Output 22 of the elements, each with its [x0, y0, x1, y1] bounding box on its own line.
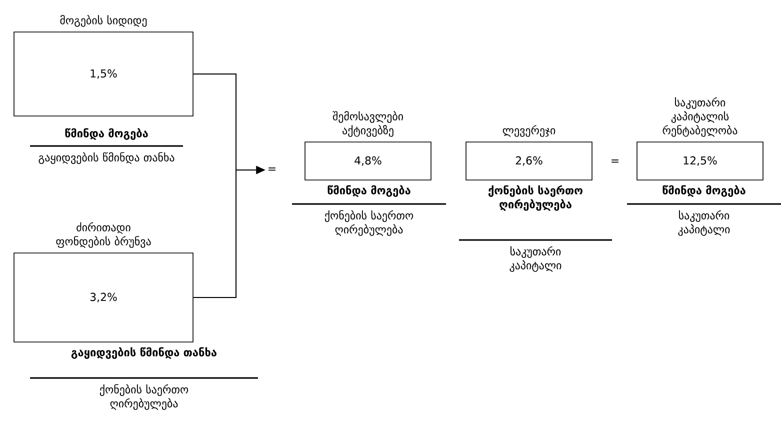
equals-sign: =	[612, 160, 618, 163]
value-box: 4,8%	[304, 142, 432, 180]
value-box: 2,6%	[466, 142, 592, 180]
numerator: ქონების საერთო ღირებულება	[488, 185, 582, 211]
value-box: 1,5%	[14, 32, 194, 116]
denominator: საკუთარი კაპიტალი	[678, 210, 730, 236]
denominator: ქონების საერთო ღირებულება	[100, 384, 188, 410]
equals-sign: =	[268, 168, 276, 171]
box-heading: საკუთარი კაპიტალის რენტაბელობა	[662, 97, 738, 137]
denominator: ქონების საერთო ღირებულება	[324, 210, 414, 236]
denominator: გაყიდვების წმინდა თანხა	[38, 152, 174, 164]
value-box: 12,5%	[636, 142, 764, 180]
numerator: გაყიდვების წმინდა თანხა	[71, 347, 216, 359]
box-heading: მოგების სიდიდე	[60, 15, 147, 27]
numerator: წმინდა მოგება	[662, 185, 746, 197]
numerator: წმინდა მოგება	[65, 128, 148, 140]
numerator: წმინდა მოგება	[328, 185, 410, 197]
box-heading: შემოსავლები აქტივებზე	[332, 111, 403, 137]
box-heading: ძირითადი ფონდების ბრუნვა	[56, 222, 151, 248]
denominator: საკუთარი კაპიტალი	[510, 246, 562, 272]
value-box: 3,2%	[14, 252, 194, 342]
box-heading: ლევერეჯი	[502, 125, 556, 137]
